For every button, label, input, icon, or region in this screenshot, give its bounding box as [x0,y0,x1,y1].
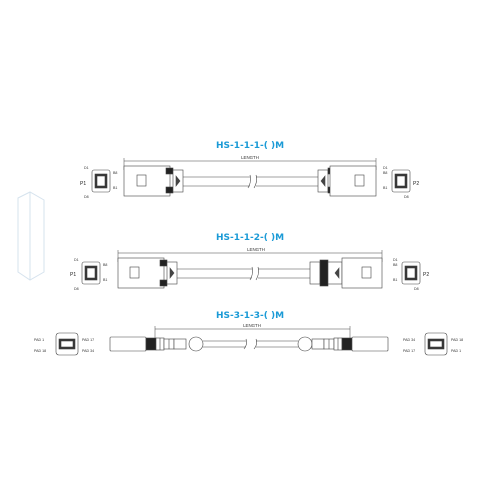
pin-label: D8 [404,195,409,199]
pin-label: D1 [74,258,79,262]
pad-label: PAD 17 [403,349,415,353]
diagram-title: HS-3-1-3-( )M [216,311,284,321]
left-connector-housing [123,165,184,197]
cable [183,174,318,189]
pin-label: D8 [74,287,79,291]
pad-label: PAD 17 [82,338,94,342]
pin-label: D1 [393,258,398,262]
pin-label: D8 [84,195,89,199]
pad-label: PAD 34 [82,349,94,353]
left-connector-housing [117,257,178,289]
right-connector-housing [297,336,389,352]
cable [203,338,298,350]
diagram-hs-1-1-2: HS-1-1-2-( )M LENGTH [70,233,429,291]
pad-label: PAD 1 [451,349,461,353]
port-face-right [424,332,448,356]
pin-label: D8 [414,287,419,291]
port-face-p1 [81,261,101,285]
diagram-hs-1-1-1: HS-1-1-1-( )M LENGTH [80,141,419,199]
right-connector-housing [309,257,383,289]
length-dimension [154,326,351,338]
left-connector-housing [109,336,204,352]
pin-label: D1 [383,166,388,170]
length-label: LENGTH [247,247,265,252]
pin-label: B8 [393,263,397,267]
pin-label: B8 [103,263,107,267]
pin-label: B8 [113,171,117,175]
pin-label: B1 [393,278,397,282]
port-face-left [55,332,79,356]
port-label-p1: P1 [80,181,86,187]
pad-label: PAD 1 [34,338,44,342]
pad-label: PAD 18 [34,349,46,353]
diagram-title: HS-1-1-1-( )M [216,141,284,151]
port-face-p2 [401,261,421,285]
pad-label: PAD 18 [451,338,463,342]
cable [177,266,310,281]
ghost-watermark-shape [17,191,45,281]
pin-label: B1 [113,186,117,190]
length-label: LENGTH [241,155,259,160]
pad-label: PAD 34 [403,338,415,342]
port-label-p2: P2 [413,181,419,187]
diagram-title: HS-1-1-2-( )M [216,233,284,243]
pin-label: B8 [383,171,387,175]
port-face-p2 [391,169,411,193]
port-label-p2: P2 [423,272,429,278]
diagram-hs-3-1-3: HS-3-1-3-( )M LENGTH [34,311,463,356]
pin-label: B1 [383,186,387,190]
port-label-p1: P1 [70,272,76,278]
pin-label: D1 [84,166,89,170]
length-label: LENGTH [243,323,261,328]
right-connector-housing [317,165,377,197]
pin-label: B1 [103,278,107,282]
port-face-p1 [91,169,111,193]
